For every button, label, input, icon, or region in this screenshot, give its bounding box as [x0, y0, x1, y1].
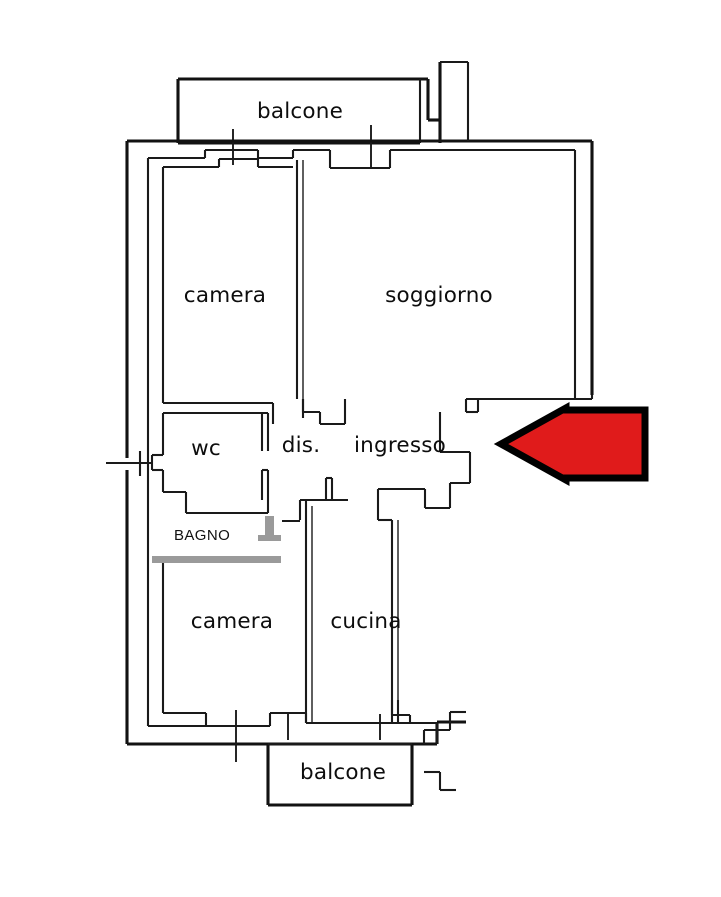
room-label-dis: dis.: [282, 433, 320, 458]
room-label-soggiorno: soggiorno: [385, 283, 493, 308]
pointer-arrow-group: [493, 402, 649, 486]
balcony-bottom-structure: [266, 710, 466, 807]
room-label-ingresso: ingresso: [354, 433, 446, 458]
room-camera-top-walls: [161, 157, 304, 424]
bagno-mark-vertical-stub: [265, 516, 274, 540]
room-wc-walls: [106, 411, 270, 515]
pointer-arrow: [493, 402, 649, 486]
inner-perimeter-walls: [146, 148, 577, 726]
room-label-balcone-top: balcone: [257, 99, 343, 124]
room-soggiorno-walls: [301, 385, 594, 426]
room-label-camera-top: camera: [184, 283, 266, 308]
right-edge-details: [440, 60, 470, 141]
balcony-top-structure: [176, 62, 442, 168]
room-label-wc: wc: [191, 436, 221, 461]
room-label-group: balcone camera soggiorno wc dis. ingress…: [184, 99, 493, 785]
bagno-overlay-label: BAGNO: [174, 527, 230, 544]
corridor-partitions: [298, 399, 472, 723]
bagno-annotation-group: BAGNO: [152, 516, 282, 563]
room-label-camera-bottom: camera: [191, 609, 273, 634]
bagno-mark-short-dash: [258, 535, 281, 541]
room-cucina-walls: [268, 700, 412, 726]
bagno-mark-long-rule: [152, 556, 281, 563]
room-label-balcone-bottom: balcone: [300, 760, 386, 785]
right-lower-walls: [396, 412, 472, 744]
room-label-cucina: cucina: [330, 609, 401, 634]
